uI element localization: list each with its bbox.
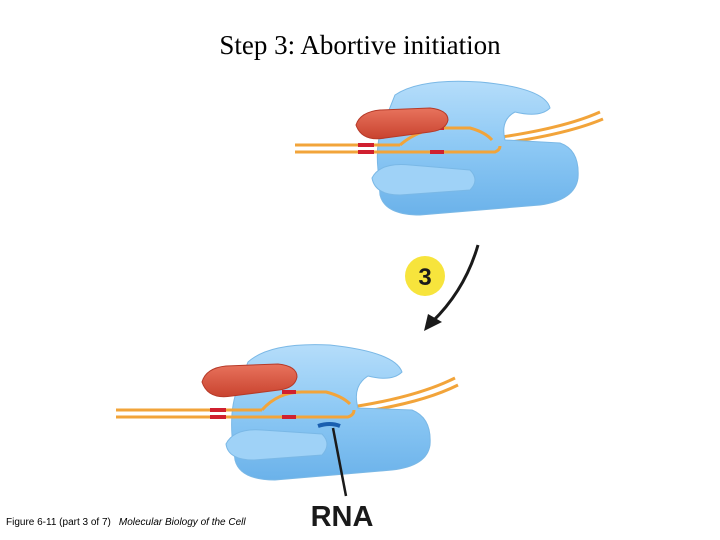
rna-fragment <box>317 422 341 428</box>
promoter-mark <box>358 143 374 147</box>
book-title: Molecular Biology of the Cell <box>118 517 246 528</box>
figure-number: Figure 6-11 (part 3 of 7) <box>6 517 111 528</box>
sigma-factor-bottom <box>201 363 298 398</box>
polymerase-complex-top <box>295 80 604 216</box>
arrow-head <box>424 314 442 331</box>
page-title: Step 3: Abortive initiation <box>219 30 501 60</box>
rna-label: RNA <box>311 501 374 533</box>
figure-caption: Figure 6-11 (part 3 of 7) Molecular Biolo… <box>6 517 246 528</box>
polymerase-complex-bottom: RNA <box>116 344 459 533</box>
step-indicator: 3 <box>405 244 480 331</box>
rna-pointer <box>331 427 348 497</box>
step-badge <box>405 256 445 296</box>
step-arrow <box>430 244 480 324</box>
step-number: 3 <box>418 264 431 291</box>
dna-downstream-bottom <box>344 376 456 410</box>
sigma-factor-top <box>355 107 449 140</box>
